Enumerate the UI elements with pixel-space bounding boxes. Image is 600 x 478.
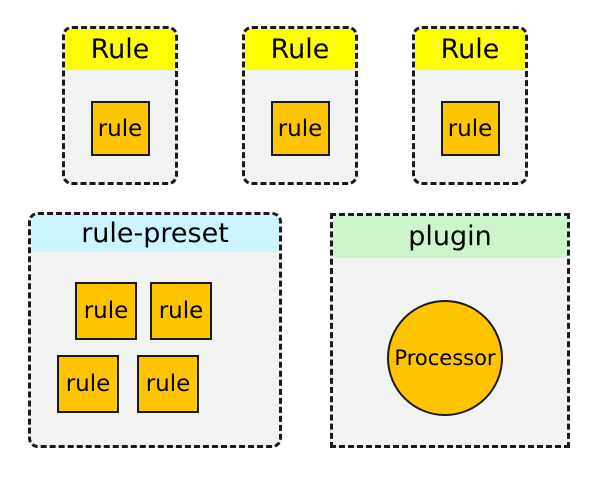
rule-box-1: Rule rule (62, 26, 178, 185)
rule-node: rule (270, 101, 330, 156)
rule-node: rule (150, 282, 212, 340)
rule-box-3-body: rule (415, 101, 525, 156)
rule-node: rule (57, 355, 119, 413)
rule-box-2-body: rule (245, 101, 355, 156)
rule-node: rule (90, 101, 150, 156)
rule-box-2-title: Rule (245, 29, 355, 70)
rule-node: rule (75, 282, 137, 340)
rule-box-1-body: rule (65, 101, 175, 156)
rule-box-3: Rule rule (412, 26, 528, 185)
rule-node: rule (137, 355, 199, 413)
rule-preset-box: rule-preset rule rule rule rule (28, 212, 282, 448)
plugin-title: plugin (333, 216, 567, 258)
rule-box-3-title: Rule (415, 29, 525, 70)
rule-box-1-title: Rule (65, 29, 175, 70)
rule-box-2: Rule rule (242, 26, 358, 185)
rule-node: rule (440, 101, 500, 156)
processor-node: Processor (387, 300, 503, 416)
plugin-box: plugin Processor (330, 213, 570, 448)
rule-preset-title: rule-preset (31, 215, 279, 252)
